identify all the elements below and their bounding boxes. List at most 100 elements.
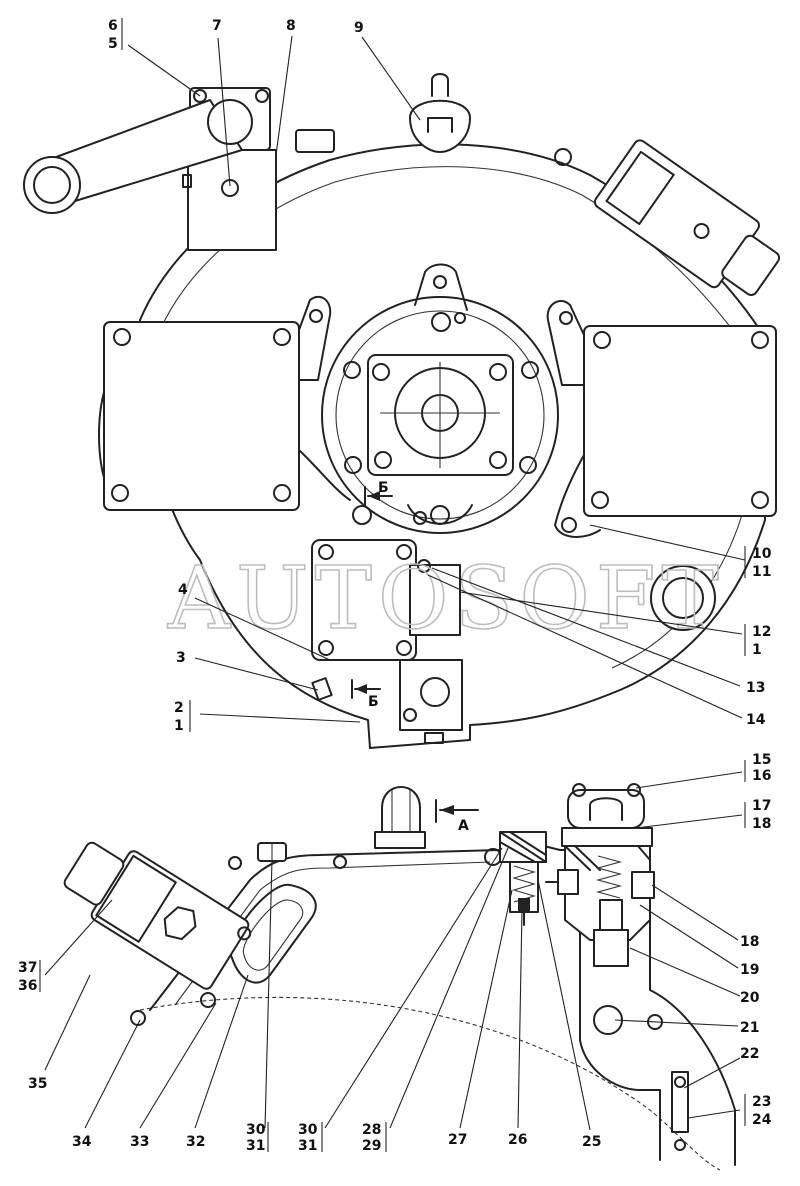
callout-36: 36: [18, 978, 37, 994]
callout-37: 37: [18, 960, 37, 976]
bottom-lug: [407, 504, 473, 525]
callout-16: 16: [752, 768, 771, 784]
callout-33: 33: [130, 1134, 149, 1150]
valve-screw: [693, 222, 710, 239]
left-cover-bolt: [113, 328, 131, 346]
flange-bolt: [431, 312, 451, 332]
lever-bracket: [187, 149, 277, 251]
bearing-bolt: [372, 363, 390, 381]
pump-side-block: [409, 564, 461, 636]
pump-side-bolt: [417, 559, 431, 573]
callout-3: 3: [176, 650, 186, 666]
sight-window-inner: [242, 899, 304, 971]
valve-seat: [593, 929, 629, 967]
valve-inlet: [557, 869, 579, 895]
top-lug-pin: [454, 312, 466, 324]
right-cover-plate: [583, 325, 777, 517]
left-cover-bolt: [273, 484, 291, 502]
callout-2: 2: [174, 700, 184, 716]
valve-plate-plug: [424, 732, 444, 744]
callout-labels: 6 5 7 8 9 10 11 12 1 13 14 4 3 2 1 15 16…: [18, 18, 772, 1154]
bottom-section-view: А: [63, 783, 736, 1171]
callout-28: 28: [362, 1122, 381, 1138]
lifting-eye: [409, 73, 471, 153]
housing-outline: [139, 143, 766, 749]
right-cover-bolt: [751, 331, 769, 349]
housing-hole: [228, 856, 242, 870]
view-label-a: А: [458, 818, 469, 834]
callout-31-left: 31: [246, 1138, 265, 1154]
central-flange-inner: [335, 310, 545, 520]
lifting-eye-side: [374, 786, 426, 849]
left-solenoid-section: [63, 841, 252, 990]
left-lower-lug: [298, 449, 351, 501]
section-mark-b-top: Б: [364, 480, 393, 506]
callout-25: 25: [582, 1134, 601, 1150]
callout-7: 7: [212, 18, 222, 34]
callout-30-left: 30: [246, 1122, 266, 1138]
hub-bolt: [193, 89, 207, 103]
bottom-lug-hole: [413, 511, 427, 525]
callout-21: 21: [740, 1020, 759, 1036]
section-label-b-top: Б: [378, 480, 389, 496]
section-label-b-bottom: Б: [368, 694, 379, 710]
view-mark-a: А: [435, 799, 479, 834]
lug-hole: [559, 311, 573, 325]
dome-bolt: [627, 783, 641, 797]
pump-bolt: [396, 640, 412, 656]
callout-24: 24: [752, 1112, 772, 1128]
valve-flange-plate: [561, 827, 653, 847]
leader-lines: [44, 35, 746, 1131]
drain-boss-bore: [662, 577, 704, 619]
pressure-valve-section: [545, 783, 655, 967]
relief-valve-section: [499, 831, 547, 926]
valve-connector: [721, 234, 781, 296]
bearing-bolt: [374, 451, 392, 469]
pump-bolt: [318, 640, 334, 656]
callout-15: 15: [752, 752, 771, 768]
left-cover-bolt: [111, 484, 129, 502]
left-cover-bolt: [273, 328, 291, 346]
callout-1-right: 1: [752, 642, 762, 658]
right-cover-bolt: [591, 491, 609, 509]
callout-34: 34: [72, 1134, 92, 1150]
top-lug: [414, 263, 468, 311]
valve-plate: [399, 659, 463, 731]
drain-boss: [650, 565, 716, 631]
flange-bolt: [430, 505, 450, 525]
right-cover-bolt: [751, 491, 769, 509]
callout-29: 29: [362, 1138, 381, 1154]
callout-35: 35: [28, 1076, 47, 1092]
callout-27: 27: [448, 1132, 467, 1148]
section-mark-b-bottom: Б: [351, 679, 381, 710]
callout-20: 20: [740, 990, 760, 1006]
callout-9: 9: [354, 20, 364, 36]
rear-flange: [579, 859, 661, 1161]
flange-clamp: [671, 1071, 689, 1133]
callout-13: 13: [746, 680, 765, 696]
callout-8: 8: [286, 18, 296, 34]
left-cover-plate: [103, 321, 300, 511]
bearing-bolt: [489, 451, 507, 469]
clamp-bolt: [674, 1076, 686, 1088]
eye-base: [374, 831, 426, 849]
valve-plate-bolt: [403, 708, 417, 722]
top-lug-hole: [433, 275, 447, 289]
pump-top-bolt: [352, 505, 372, 525]
callout-31-right: 31: [298, 1138, 317, 1154]
callout-32: 32: [186, 1134, 205, 1150]
hatching: [499, 831, 547, 863]
left-upper-lug: [298, 295, 332, 381]
callout-23: 23: [752, 1094, 771, 1110]
clamp-bolt: [674, 1139, 686, 1151]
callout-1: 1: [174, 718, 184, 734]
valve-piston: [599, 899, 623, 931]
section-housing-inner: [174, 861, 491, 1006]
housing-hole: [333, 855, 347, 869]
callout-19: 19: [740, 962, 759, 978]
callout-6: 6: [108, 18, 118, 34]
flange-bolt: [519, 456, 537, 474]
callout-4: 4: [178, 582, 188, 598]
